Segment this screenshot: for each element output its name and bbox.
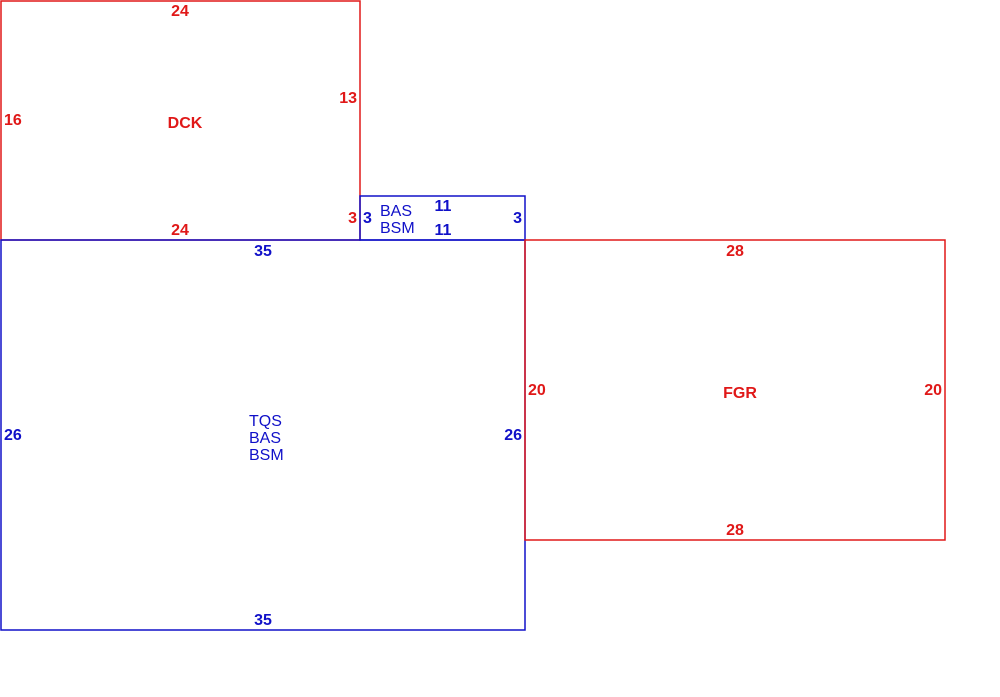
area-bas-small-top-dimension: 11 [435,198,452,215]
area-main-left-dimension: 26 [4,427,22,444]
area-dck-top-dimension: 24 [171,3,189,20]
area-fgr-bottom-dimension: 28 [726,522,744,539]
area-bas-small-right-dimension: 3 [513,210,522,227]
area-main-code-3: BSM [249,447,284,464]
area-main-top-dimension: 35 [254,243,272,260]
area-fgr: FGR 28 28 20 20 [524,239,946,541]
area-dck: DCK 24 16 13 3 24 [0,0,361,241]
area-main-right-dimension: 26 [504,427,522,444]
area-dck-right-dimension: 13 [339,90,357,107]
area-bas-small-bottom-dimension: 11 [435,222,452,239]
area-bas-small-code-2: BSM [380,220,415,237]
area-fgr-right-dimension: 20 [924,382,942,399]
area-dck-bottom-dimension: 24 [171,222,189,239]
area-fgr-outline [524,239,946,541]
area-dck-code: DCK [168,115,203,132]
area-bas-small: BAS BSM 11 11 3 3 [359,195,526,241]
area-bas-small-left-dimension: 3 [363,210,372,227]
area-fgr-left-dimension: 20 [528,382,546,399]
area-bas-small-code-1: BAS [380,203,412,220]
area-main-code-2: BAS [249,430,281,447]
area-main: TQS BAS BSM 35 35 26 26 [0,239,526,631]
area-dck-left-dimension: 16 [4,112,22,129]
area-dck-right-lower-dimension: 3 [348,210,357,227]
area-main-bottom-dimension: 35 [254,612,272,629]
area-main-code-1: TQS [249,413,282,430]
area-fgr-code: FGR [723,385,757,402]
area-fgr-top-dimension: 28 [726,243,744,260]
